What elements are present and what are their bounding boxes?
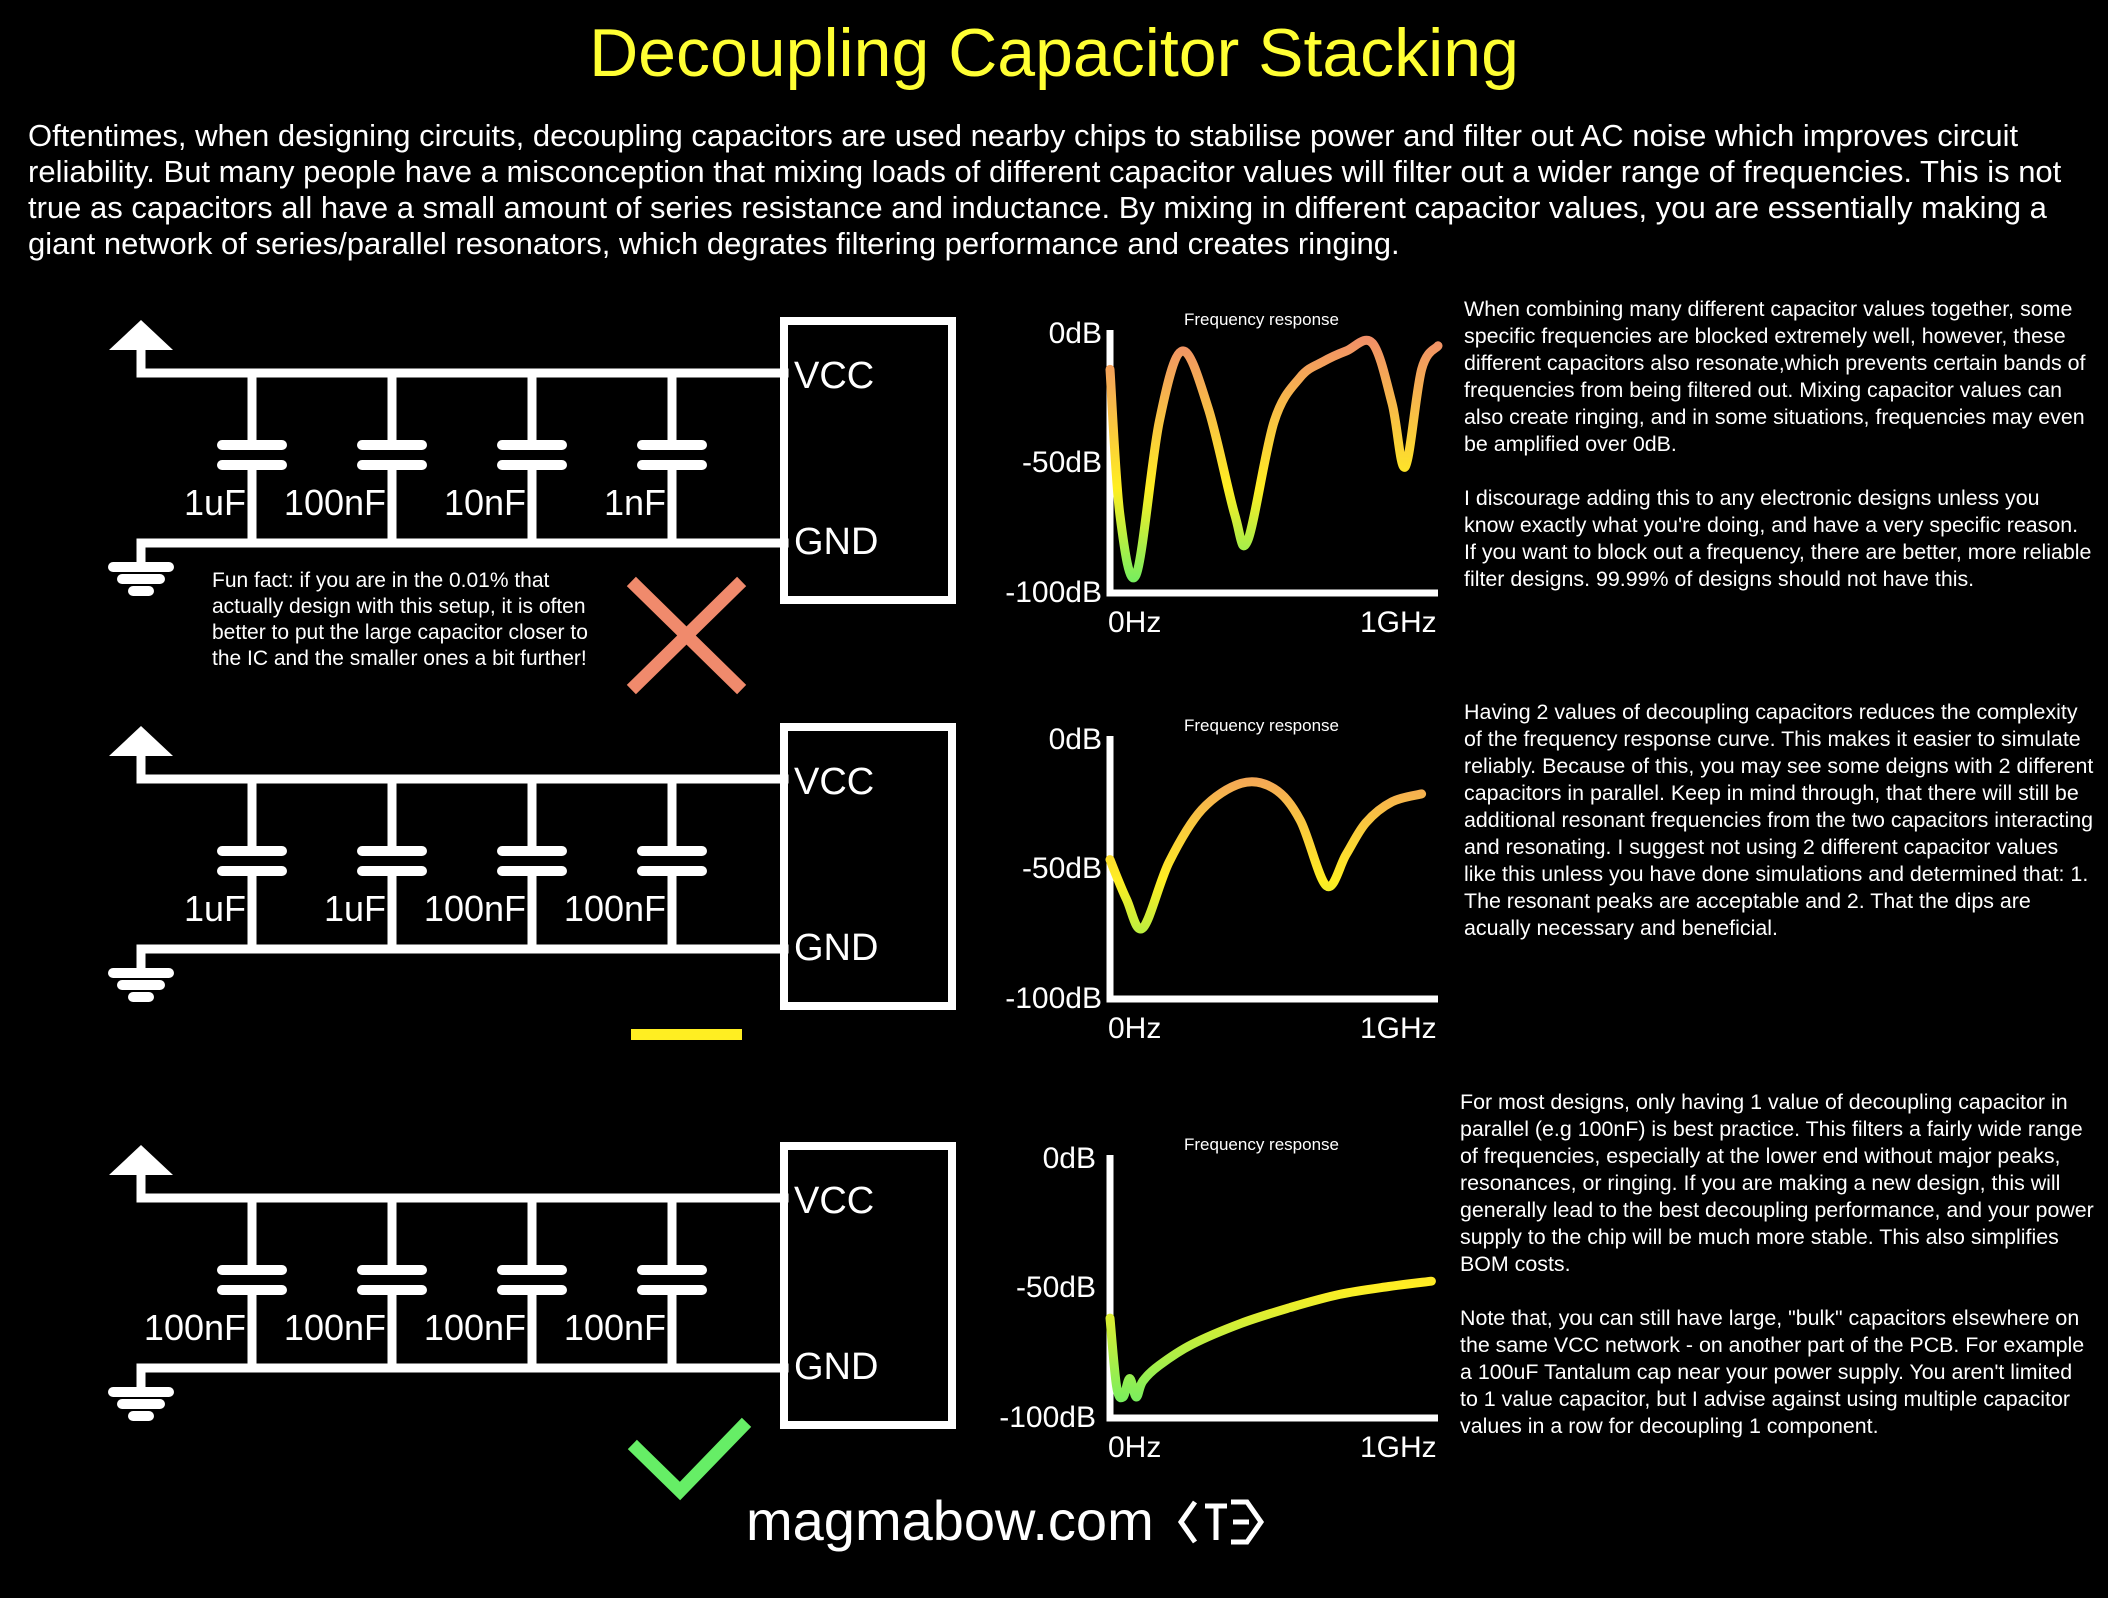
- ground-icon: [108, 1387, 174, 1421]
- capacitor-4: [637, 368, 707, 548]
- capacitor-3: [497, 1193, 567, 1373]
- y-tick-100: -100dB: [1005, 576, 1102, 609]
- frequency-chart: Frequency response 0dB -50dB -100dB 0Hz …: [999, 1135, 1438, 1464]
- ic-chip: [780, 317, 956, 604]
- panel-single-value: 100nF 100nF 100nF 100nF VCC GND Frequenc…: [0, 1125, 1470, 1545]
- cross-icon: [626, 576, 747, 695]
- footer-brand: magmabow.com: [746, 1488, 1267, 1553]
- capacitor-1: [217, 774, 287, 954]
- schematic: 1uF 1uF 100nF 100nF VCC GND: [108, 723, 956, 1040]
- capacitor-2-label: 1uF: [324, 888, 386, 929]
- description-paragraph: Note that, you can still have large, "bu…: [1460, 1306, 2085, 1438]
- x-tick-start: 0Hz: [1108, 1012, 1161, 1045]
- capacitor-1: [217, 1193, 287, 1373]
- gnd-label: GND: [794, 927, 878, 969]
- gnd-label: GND: [794, 1346, 878, 1388]
- y-tick-100: -100dB: [1005, 982, 1102, 1015]
- capacitor-1: [217, 368, 287, 548]
- ground-icon: [108, 968, 174, 1002]
- vcc-label: VCC: [794, 355, 874, 397]
- description-paragraph: When combining many different capacitor …: [1464, 297, 2086, 456]
- capacitor-2: [357, 1193, 427, 1373]
- brand-logo-icon: [1178, 1499, 1265, 1545]
- x-tick-end: 1GHz: [1360, 1012, 1437, 1045]
- gnd-label: GND: [794, 521, 878, 563]
- capacitor-2: [357, 368, 427, 548]
- description-paragraph: I discourage adding this to any electron…: [1464, 486, 2092, 591]
- vcc-arrow-icon: [109, 320, 173, 350]
- footer-site: magmabow.com: [746, 1489, 1154, 1552]
- x-tick-start: 0Hz: [1108, 1431, 1161, 1464]
- vcc-label: VCC: [794, 761, 874, 803]
- chart-title: Frequency response: [1184, 716, 1339, 735]
- ic-chip: [780, 723, 956, 1010]
- schematic: 100nF 100nF 100nF 100nF VCC GND: [108, 1142, 956, 1501]
- capacitor-3: [497, 774, 567, 954]
- y-tick-0: 0dB: [1049, 317, 1102, 350]
- y-tick-0: 0dB: [1043, 1142, 1096, 1175]
- capacitor-4-label: 1nF: [604, 482, 666, 523]
- response-curve: [1105, 335, 1443, 583]
- ic-chip: [780, 1142, 956, 1429]
- description-two-values: Having 2 values of decoupling capacitors…: [1464, 699, 2094, 942]
- response-curve: [1105, 1276, 1436, 1403]
- vcc-arrow-icon: [109, 726, 173, 756]
- capacitor-4: [637, 774, 707, 954]
- y-tick-50: -50dB: [1022, 852, 1102, 885]
- frequency-chart: Frequency response 0dB -50dB -100dB 0Hz …: [1005, 310, 1443, 639]
- capacitor-1-label: 1uF: [184, 482, 246, 523]
- capacitor-4-label: 100nF: [564, 1307, 666, 1348]
- capacitor-2-label: 100nF: [284, 482, 386, 523]
- x-tick-start: 0Hz: [1108, 606, 1161, 639]
- response-curve: [1105, 777, 1427, 934]
- chart-title: Frequency response: [1184, 310, 1339, 329]
- panel-mixed-values: 1uF 100nF 10nF 1nF VCC GND Frequency res…: [0, 300, 1470, 720]
- capacitor-1-label: 1uF: [184, 888, 246, 929]
- x-tick-end: 1GHz: [1360, 606, 1437, 639]
- page-title: Decoupling Capacitor Stacking: [589, 15, 1519, 91]
- ground-icon: [108, 562, 174, 596]
- x-tick-end: 1GHz: [1360, 1431, 1437, 1464]
- vcc-arrow-icon: [109, 1145, 173, 1175]
- description-paragraph: For most designs, only having 1 value of…: [1460, 1090, 2094, 1276]
- capacitor-3-label: 100nF: [424, 1307, 526, 1348]
- frequency-chart: Frequency response 0dB -50dB -100dB 0Hz …: [1005, 716, 1438, 1045]
- capacitor-3-label: 10nF: [444, 482, 526, 523]
- schematic: 1uF 100nF 10nF 1nF VCC GND: [108, 317, 956, 695]
- capacitor-3-label: 100nF: [424, 888, 526, 929]
- panel-two-values: 1uF 1uF 100nF 100nF VCC GND Frequency re…: [0, 706, 1470, 1126]
- description-paragraph: Having 2 values of decoupling capacitors…: [1464, 700, 2094, 940]
- check-icon: [627, 1417, 752, 1501]
- capacitor-4: [637, 1193, 707, 1373]
- capacitor-3: [497, 368, 567, 548]
- fun-fact-note: Fun fact: if you are in the 0.01% that a…: [212, 569, 588, 670]
- chart-title: Frequency response: [1184, 1135, 1339, 1154]
- capacitor-1-label: 100nF: [144, 1307, 246, 1348]
- y-tick-50: -50dB: [1016, 1271, 1096, 1304]
- description-mixed-values: When combining many different capacitor …: [1464, 296, 2094, 620]
- intro-paragraph: Oftentimes, when designing circuits, dec…: [28, 118, 2062, 261]
- y-tick-0: 0dB: [1049, 723, 1102, 756]
- y-tick-100: -100dB: [999, 1401, 1096, 1434]
- y-tick-50: -50dB: [1022, 446, 1102, 479]
- description-single-value: For most designs, only having 1 value of…: [1460, 1089, 2095, 1467]
- capacitor-4-label: 100nF: [564, 888, 666, 929]
- capacitor-2: [357, 774, 427, 954]
- vcc-label: VCC: [794, 1180, 874, 1222]
- capacitor-2-label: 100nF: [284, 1307, 386, 1348]
- dash-icon: [631, 1029, 742, 1040]
